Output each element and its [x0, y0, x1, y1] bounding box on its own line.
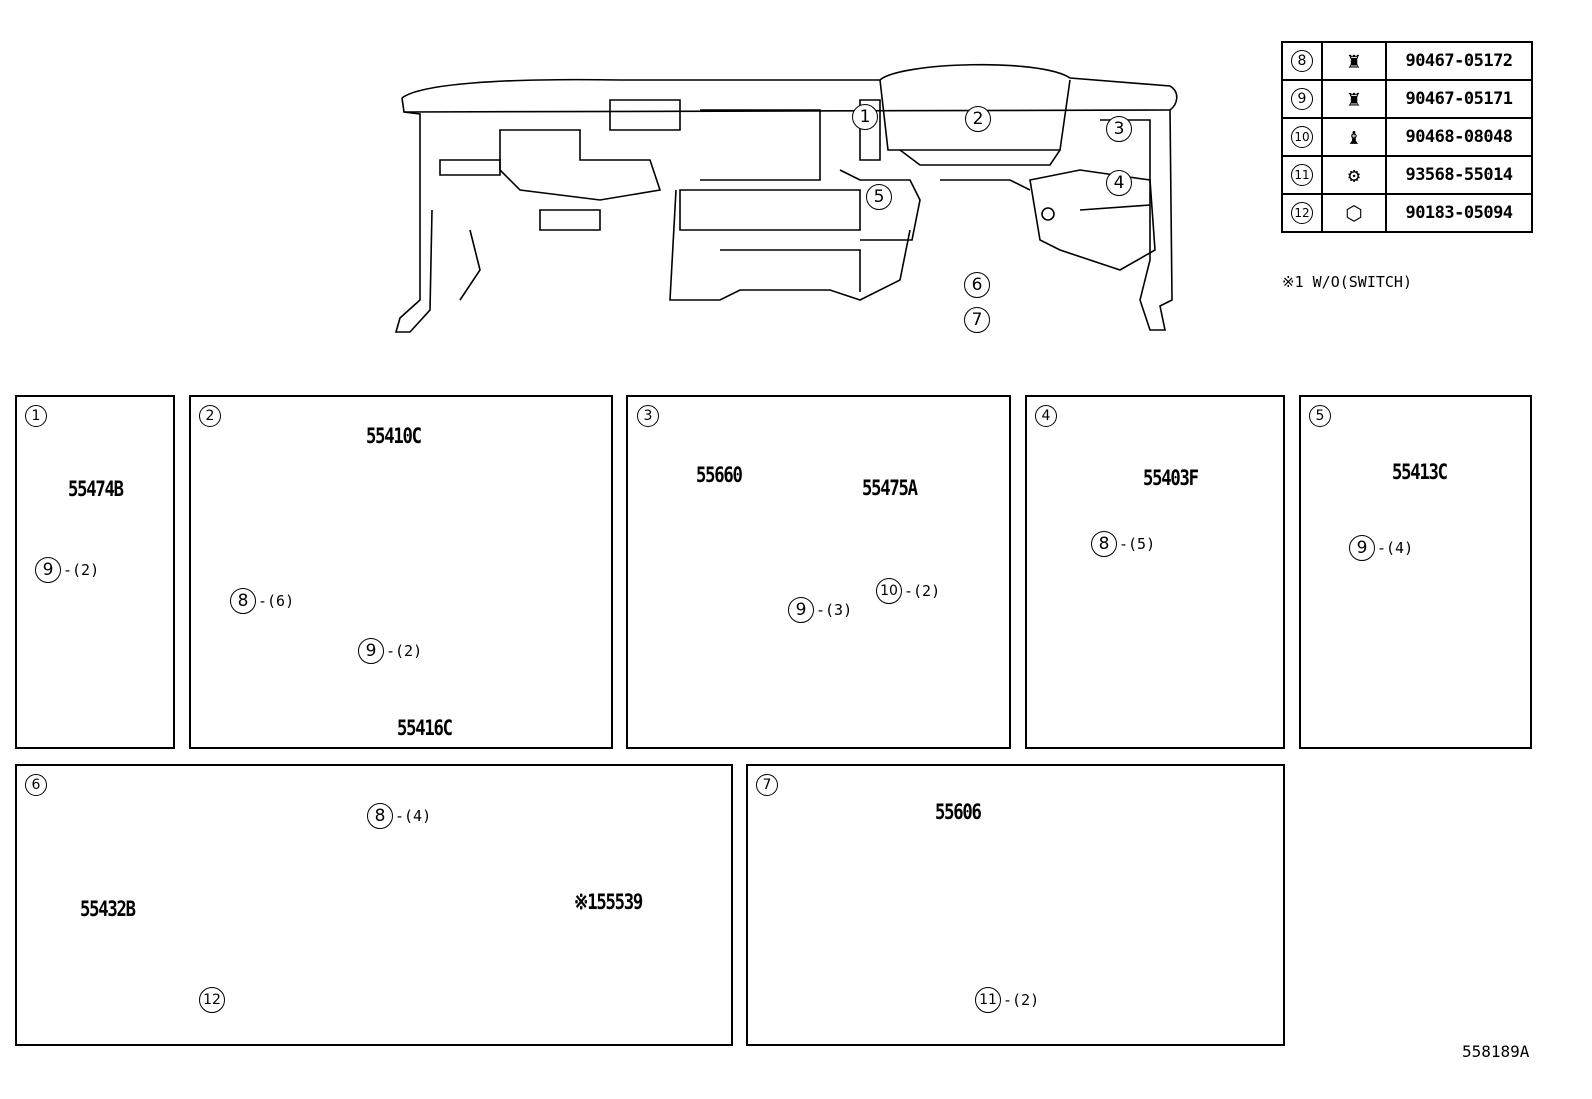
fastener-qty: -(3): [816, 601, 853, 619]
legend-row: 11 ⚙ 93568-55014: [1281, 155, 1533, 195]
clip-icon: ♜: [1347, 48, 1361, 74]
part-code-55403F[interactable]: 55403F: [1143, 466, 1199, 490]
panel-number: 5: [1309, 405, 1331, 427]
detail-panel-2: [189, 395, 613, 749]
fastener-callout[interactable]: 9: [358, 638, 384, 664]
fastener-qty: -(2): [63, 561, 100, 579]
overview-callout-6[interactable]: 6: [964, 272, 990, 298]
part-code-55410C[interactable]: 55410C: [366, 424, 422, 448]
legend-part-number: 90183-05094: [1385, 193, 1533, 233]
overview-callout-1[interactable]: 1: [852, 104, 878, 130]
legend-part-number: 90467-05172: [1385, 41, 1533, 81]
clip-icon: ♜: [1347, 86, 1361, 112]
fastener-callout[interactable]: 8: [367, 803, 393, 829]
part-code-55416C[interactable]: 55416C: [397, 716, 453, 740]
fastener-qty: -(2): [904, 582, 941, 600]
panel-number: 7: [756, 774, 778, 796]
legend-number: 10: [1291, 126, 1313, 148]
panel-number: 4: [1035, 405, 1057, 427]
part-code-55539[interactable]: ※155539: [574, 890, 643, 914]
panel-number: 1: [25, 405, 47, 427]
fastener-callout[interactable]: 10: [876, 578, 902, 604]
detail-panel-4: [1025, 395, 1285, 749]
overview-callout-7[interactable]: 7: [964, 307, 990, 333]
overview-callout-2[interactable]: 2: [965, 106, 991, 132]
legend-row: 12 ⬡ 90183-05094: [1281, 193, 1533, 233]
fastener-callout[interactable]: 9: [1349, 535, 1375, 561]
fastener-qty: -(5): [1119, 535, 1156, 553]
legend-number: 9: [1291, 88, 1313, 110]
fastener-callout[interactable]: 9: [35, 557, 61, 583]
legend-row: 9 ♜ 90467-05171: [1281, 79, 1533, 119]
panel-number: 6: [25, 774, 47, 796]
panel-number: 2: [199, 405, 221, 427]
nut-icon: ⬡: [1345, 201, 1363, 225]
fastener-callout[interactable]: 11: [975, 987, 1001, 1013]
part-code-55413C[interactable]: 55413C: [1392, 460, 1448, 484]
fastener-qty: -(2): [1003, 991, 1040, 1009]
overview-callout-5[interactable]: 5: [866, 184, 892, 210]
detail-panel-7: [746, 764, 1285, 1046]
detail-panel-3: [626, 395, 1011, 749]
fastener-qty: -(4): [1377, 539, 1414, 557]
legend-row: 8 ♜ 90467-05172: [1281, 41, 1533, 81]
dashboard-overview-drawing: [394, 63, 1178, 333]
overview-callout-3[interactable]: 3: [1106, 116, 1132, 142]
fastener-callout[interactable]: 8: [230, 588, 256, 614]
switch-note: ※1 W/O(SWITCH): [1282, 273, 1412, 291]
clip-icon: ♝: [1347, 124, 1361, 150]
fastener-legend-table: 8 ♜ 90467-05172 9 ♜ 90467-05171 10 ♝ 904…: [1281, 41, 1533, 233]
part-code-55432B[interactable]: 55432B: [80, 897, 136, 921]
part-code-55474B[interactable]: 55474B: [68, 477, 124, 501]
detail-panel-5: [1299, 395, 1532, 749]
legend-number: 8: [1291, 50, 1313, 72]
figure-id: 558189A: [1462, 1042, 1530, 1061]
legend-part-number: 90467-05171: [1385, 79, 1533, 119]
part-code-55606[interactable]: 55606: [935, 800, 982, 824]
overview-callout-4[interactable]: 4: [1106, 170, 1132, 196]
fastener-qty: -(6): [258, 592, 295, 610]
fastener-callout[interactable]: 9: [788, 597, 814, 623]
fastener-qty: -(4): [395, 807, 432, 825]
screw-icon: ⚙: [1347, 163, 1361, 187]
part-code-55475A[interactable]: 55475A: [862, 476, 918, 500]
legend-number: 12: [1291, 202, 1313, 224]
panel-number: 3: [637, 405, 659, 427]
legend-number: 11: [1291, 164, 1313, 186]
legend-part-number: 93568-55014: [1385, 155, 1533, 195]
fastener-qty: -(2): [386, 642, 423, 660]
legend-part-number: 90468-08048: [1385, 117, 1533, 157]
legend-row: 10 ♝ 90468-08048: [1281, 117, 1533, 157]
fastener-callout[interactable]: 12: [199, 987, 225, 1013]
fastener-callout[interactable]: 8: [1091, 531, 1117, 557]
part-code-55660[interactable]: 55660: [696, 463, 743, 487]
